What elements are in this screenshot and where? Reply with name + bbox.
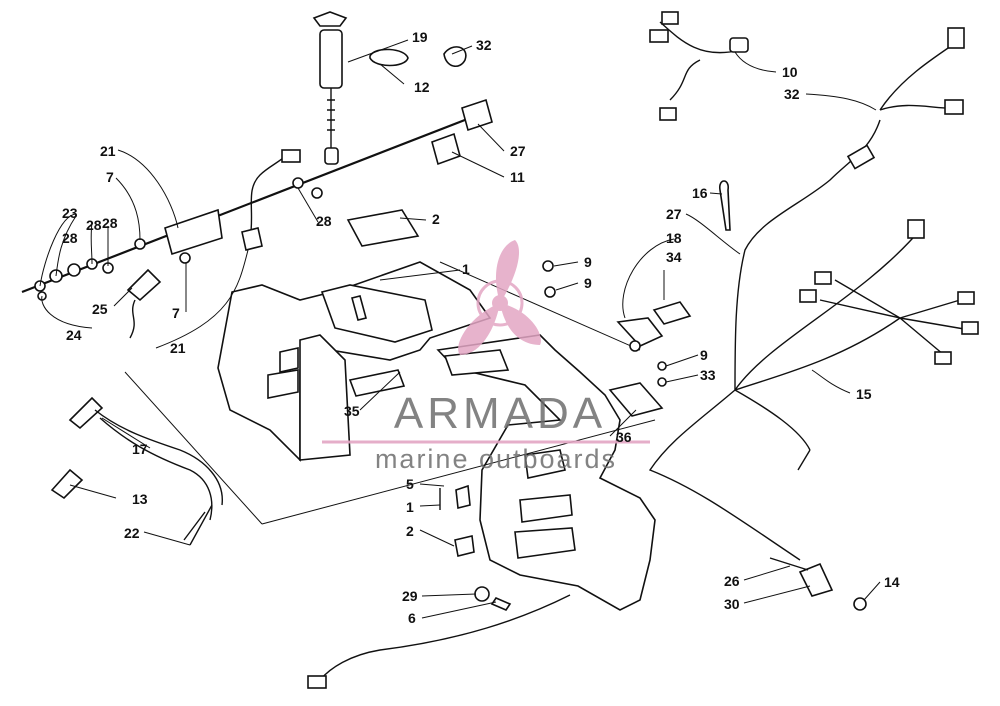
callout-label: 9 [584,254,592,270]
callout-label: 11 [510,169,525,185]
callout-label: 10 [782,64,798,80]
callout-label: 23 [62,205,78,221]
callout-label: 24 [66,327,82,343]
watermark-logo [458,240,541,355]
callout-label: 16 [692,185,708,201]
callout-label: 19 [412,29,428,45]
callout-label: 6 [408,610,416,626]
callout-label: 32 [784,86,800,102]
callout-label: 7 [106,169,114,185]
callout-label: 21 [170,340,186,356]
callout-label: 12 [414,79,430,95]
callout-label: 33 [700,367,716,383]
callout-label: 25 [92,301,108,317]
callout-label: 2 [432,211,440,227]
callout-label: 14 [884,574,900,590]
callout-label: 34 [666,249,682,265]
callout-label: 13 [132,491,148,507]
callout-label: 26 [724,573,740,589]
callout-label: 28 [62,230,78,246]
wiring-harness [648,11,979,561]
callout-label: 27 [510,143,526,159]
callout-label: 18 [666,230,682,246]
callout-label: 21 [100,143,116,159]
callout-label: 36 [616,429,632,445]
callout-label: 15 [856,386,872,402]
callout-label: 29 [402,588,418,604]
callout-label: 1 [406,499,414,515]
callout-label: 35 [344,403,360,419]
callout-label: 30 [724,596,740,612]
callout-label: 2 [406,523,414,539]
callout-label: 17 [132,441,148,457]
callout-label: 5 [406,476,414,492]
console-panel [124,209,664,611]
callout-label: 32 [476,37,492,53]
callout-label: 28 [86,217,102,233]
callout-label: 7 [172,305,180,321]
callout-label: 9 [700,347,708,363]
callout-labels: 19 32 12 27 11 21 7 23 28 28 28 28 2 1 9… [62,29,900,626]
callout-label: 9 [584,275,592,291]
throttle-cable-assembly [50,396,223,546]
watermark-brand: ARMADA [394,389,606,438]
callout-label: 28 [316,213,332,229]
leader-lines [39,39,881,619]
switch-rod-assembly [21,98,493,339]
choke-cable-assembly [312,11,467,165]
callout-label: 1 [462,261,470,277]
watermark-tagline: marine outboards [375,444,617,474]
callout-label: 28 [102,215,118,231]
lower-parts [307,260,867,689]
callout-label: 22 [124,525,140,541]
callout-label: 27 [666,206,682,222]
